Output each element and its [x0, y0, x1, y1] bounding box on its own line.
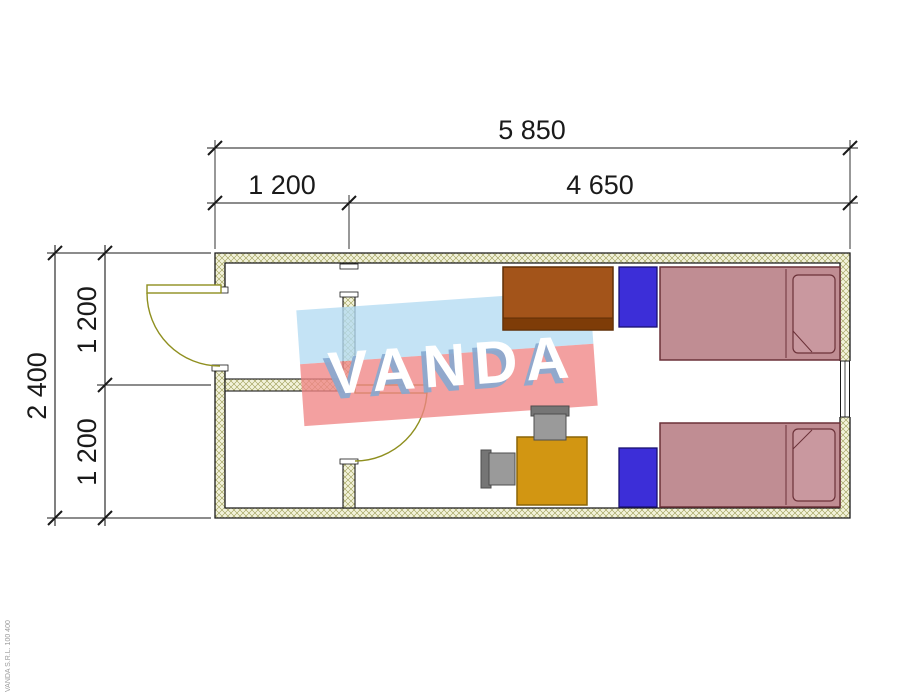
door-swing-arc	[146, 292, 221, 367]
bed-top	[659, 266, 841, 361]
entrance-opening	[213, 292, 227, 366]
chair-left	[480, 449, 516, 489]
door-frame-block	[211, 364, 229, 372]
dim-upper-depth-label: 1 200	[72, 286, 102, 354]
dim-left-segment-label: 1 200	[248, 170, 316, 200]
door-frame-block	[339, 263, 359, 270]
cabinet-bottom	[618, 447, 658, 508]
pillow	[792, 274, 836, 354]
dimensions: 5 850 1 200 4 650 2 400 1 200 1 200	[22, 115, 858, 526]
dim-overall-depth-label: 2 400	[22, 352, 52, 420]
cabinet-top	[618, 266, 658, 328]
dim-lower-depth-label: 1 200	[72, 418, 102, 486]
extension-lines	[47, 140, 851, 519]
dim-right-segment-label: 4 650	[566, 170, 634, 200]
desk-front-edge	[502, 317, 614, 331]
dimension-ticks	[47, 140, 858, 526]
chair-top	[530, 405, 570, 441]
dim-overall-width-label: 5 850	[498, 115, 566, 145]
entrance-door	[146, 284, 222, 367]
fine-print: VANDA S.R.L. 100 400	[5, 620, 12, 692]
door-frame-block	[339, 291, 359, 298]
door-leaf	[146, 284, 222, 294]
furniture	[480, 266, 841, 508]
partition-opening-top	[341, 268, 357, 293]
watermark-box-front	[300, 343, 598, 427]
chair-seat	[533, 413, 567, 441]
bed-bottom	[659, 422, 841, 508]
pillow	[792, 428, 836, 502]
table	[516, 436, 588, 506]
vanda-watermark: VANDA VANDA	[296, 289, 598, 427]
chair-seat	[488, 452, 516, 486]
desk	[502, 266, 614, 331]
exterior-wall	[214, 252, 851, 519]
